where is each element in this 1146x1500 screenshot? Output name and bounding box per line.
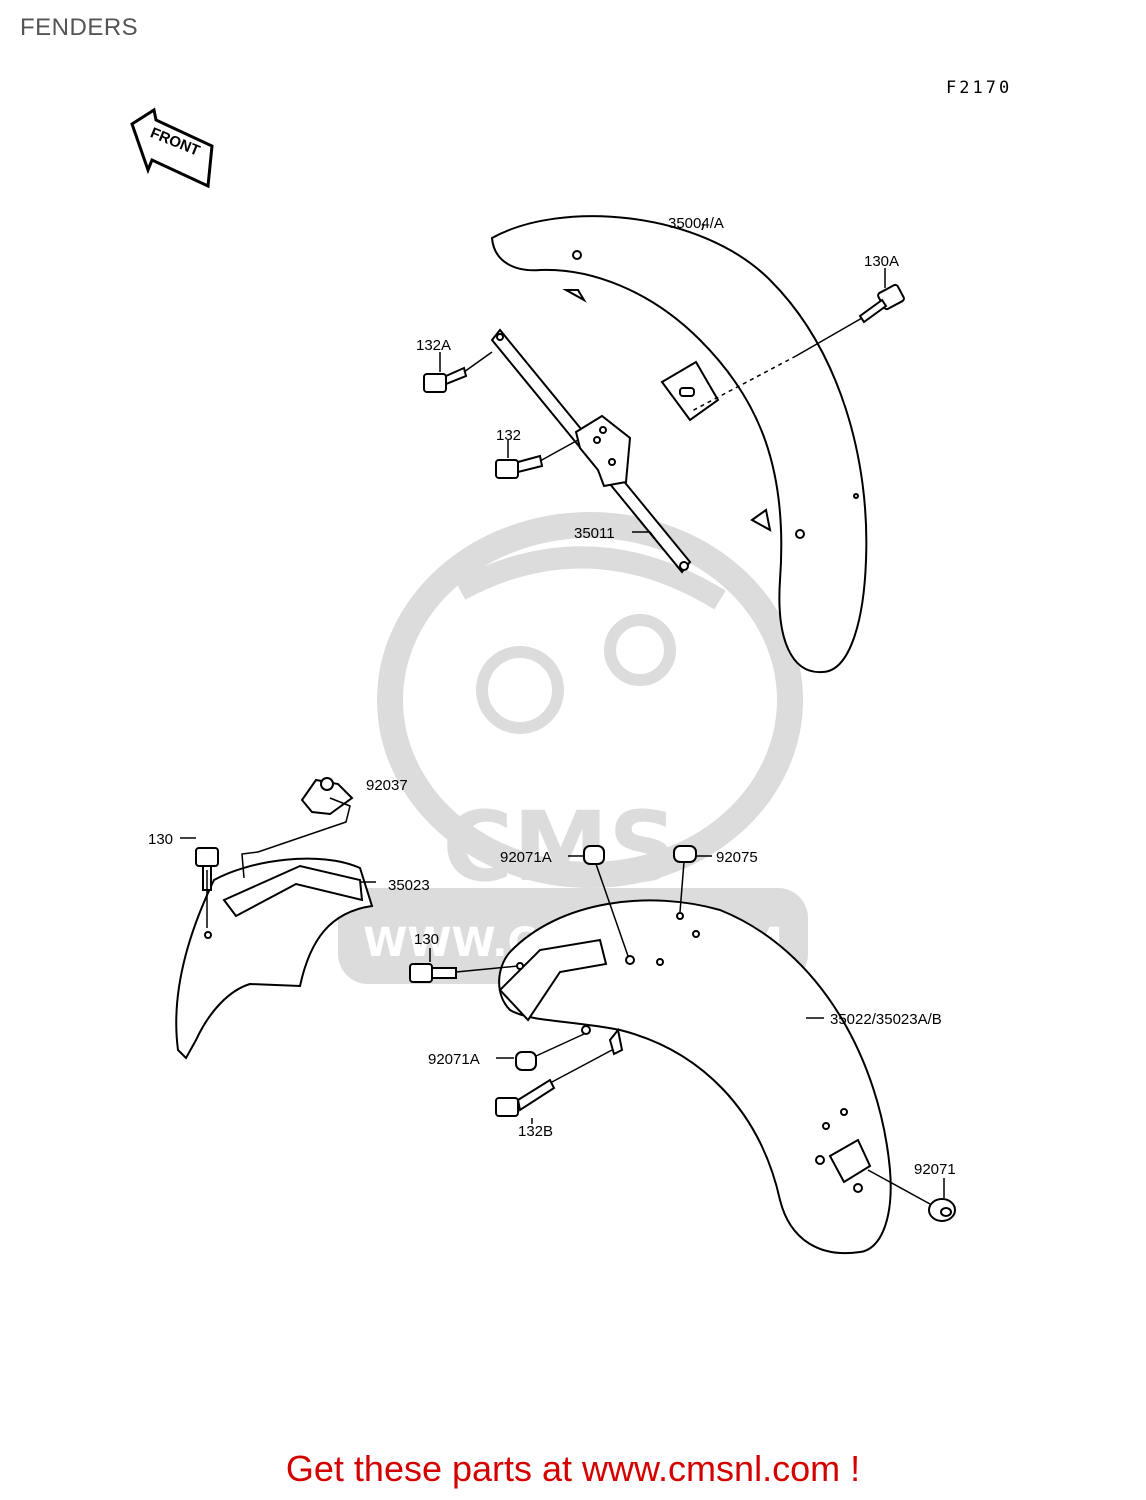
- rear-fender: [498, 899, 892, 1255]
- label-92071A-top: 92071A: [500, 849, 552, 866]
- bolt-132: [495, 454, 544, 479]
- label-35022-35023A-B: 35022/35023A/B: [830, 1011, 942, 1028]
- front-fender: [490, 215, 868, 674]
- parts-diagram: CMS WWW.CMSNL.COM FRONT: [130, 107, 956, 1255]
- label-35011: 35011: [574, 525, 615, 542]
- cms-mascot-icon: [377, 512, 803, 888]
- label-92071: 92071: [914, 1161, 956, 1178]
- bolt-132A: [423, 366, 468, 393]
- label-35004A: 35004/A: [668, 215, 724, 232]
- grommet-92071A-low: [515, 1051, 537, 1071]
- label-130-mid: 130: [414, 931, 439, 948]
- label-130A: 130A: [864, 253, 899, 270]
- watermark-brand: CMS: [442, 791, 677, 903]
- bolt-130-mid: [409, 963, 457, 983]
- label-130-top: 130: [148, 831, 173, 848]
- bolt-132B: [495, 1078, 556, 1117]
- label-92075: 92075: [716, 849, 758, 866]
- mud-flap: [175, 857, 374, 1060]
- cta-link[interactable]: Get these parts at www.cmsnl.com !: [285, 1448, 861, 1489]
- label-92071A-low: 92071A: [428, 1051, 480, 1068]
- page-title: FENDERS: [20, 14, 139, 41]
- leader-lines-lower: [180, 797, 945, 1205]
- part-labels: 35004/A 130A 132A 132 35011 92037 130 35…: [148, 215, 956, 1178]
- label-132B: 132B: [518, 1123, 553, 1140]
- grommet-92071A-top: [583, 845, 605, 865]
- label-132: 132: [496, 427, 521, 444]
- grommet-92075: [673, 845, 697, 863]
- leader-lines-upper: [439, 223, 886, 541]
- bolt-130A: [858, 283, 905, 324]
- label-35023: 35023: [388, 877, 430, 894]
- figure-code: F2170: [946, 78, 1013, 98]
- label-132A: 132A: [416, 337, 451, 354]
- label-92037: 92037: [366, 777, 408, 794]
- grommet-92071: [928, 1198, 956, 1222]
- fender-stay: [490, 328, 692, 574]
- front-arrow-icon: FRONT: [130, 107, 214, 189]
- clip-92037: [300, 777, 354, 816]
